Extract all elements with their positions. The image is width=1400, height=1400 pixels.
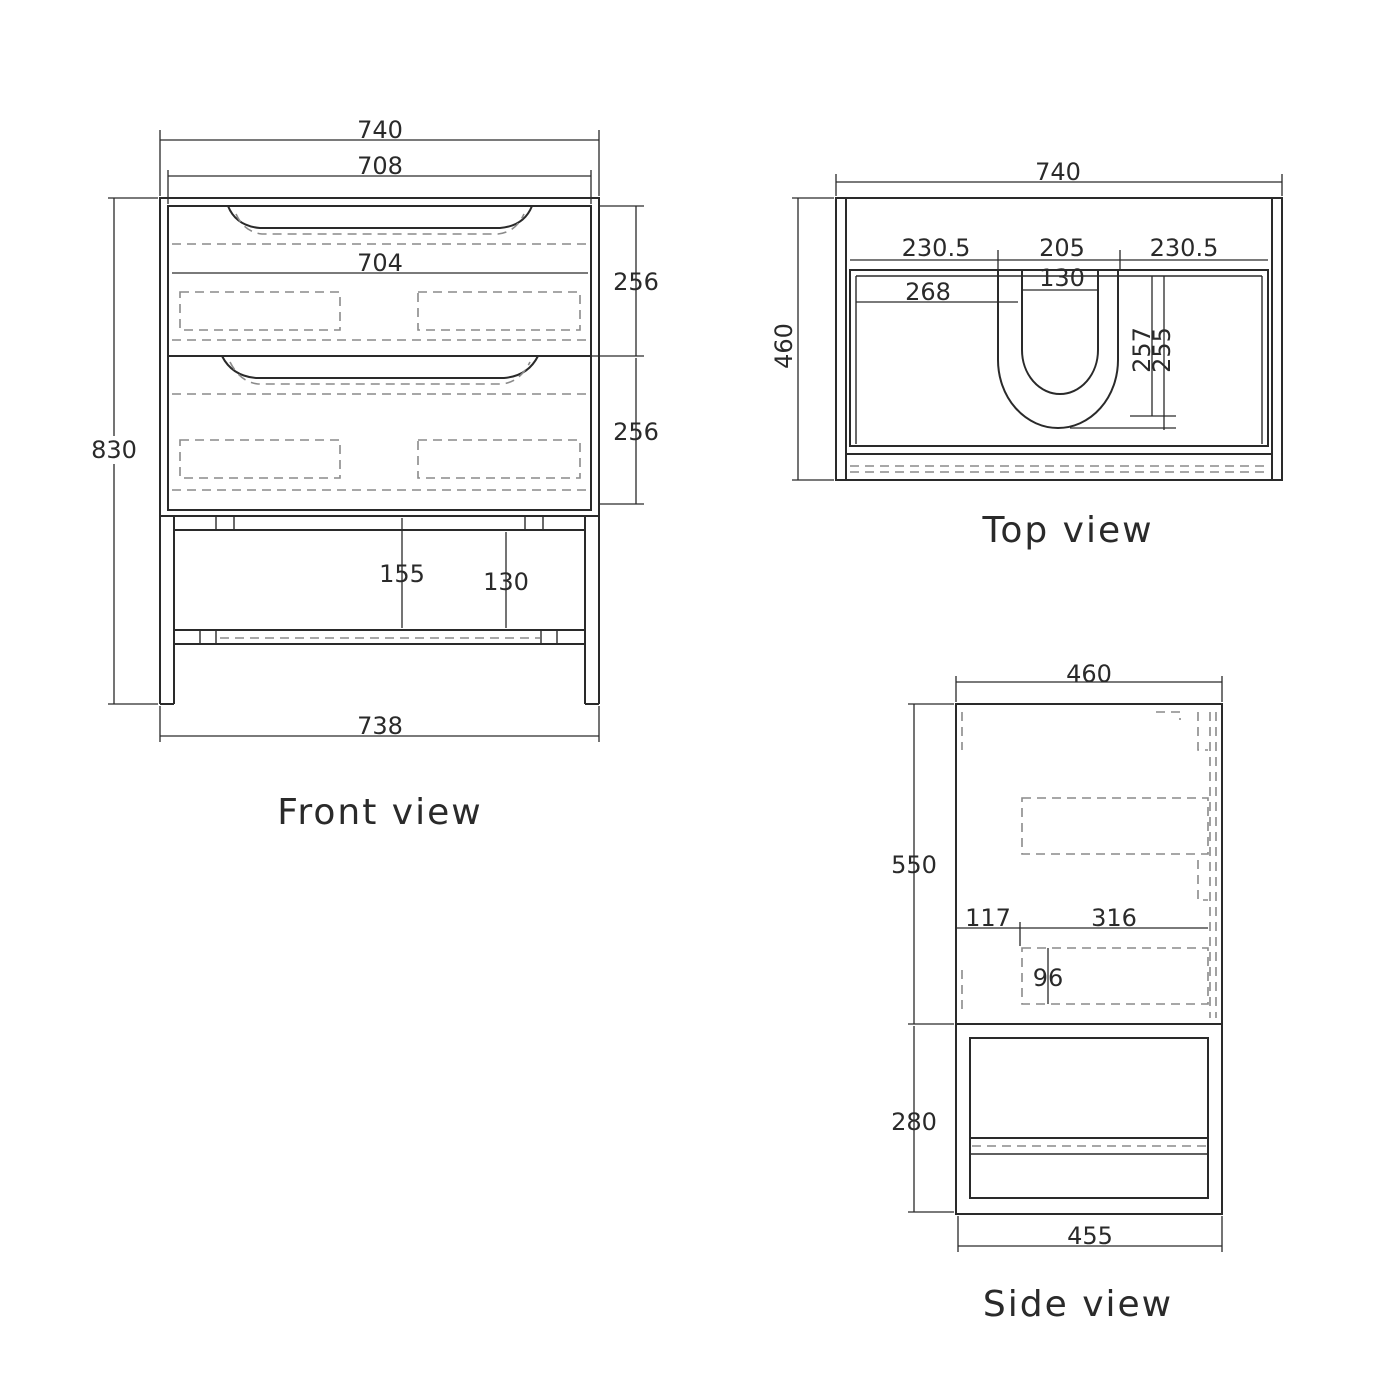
top-u-cutout-outer xyxy=(997,270,1119,429)
front-bracket xyxy=(199,629,217,645)
dim-label: 740 xyxy=(1035,158,1081,186)
top-view: 740 230.5 205 230.5 130 268 257 255 460 … xyxy=(770,158,1283,551)
dim-label: 316 xyxy=(1091,904,1137,932)
dim-label: 708 xyxy=(357,152,403,180)
dim-label: 205 xyxy=(1039,234,1085,262)
front-cabinet-outer xyxy=(159,197,600,517)
front-hidden-box xyxy=(417,439,581,479)
dim-label: 268 xyxy=(905,278,951,306)
dim-label: 256 xyxy=(613,418,659,446)
side-hidden-line xyxy=(1197,860,1208,901)
front-handle-top-hidden xyxy=(235,213,525,235)
dim-label: 130 xyxy=(483,568,529,596)
side-hidden-box xyxy=(1021,947,1209,1005)
front-cabinet-inner xyxy=(167,205,592,511)
side-view: 460 550 117 316 96 280 455 Side view xyxy=(891,660,1223,1325)
side-hidden-box xyxy=(1021,797,1209,855)
front-handle-bottom xyxy=(221,355,539,379)
dim-label: 550 xyxy=(891,851,937,879)
dim-label: 740 xyxy=(357,116,403,144)
front-hidden-box xyxy=(417,291,581,331)
dim-label: 455 xyxy=(1067,1222,1113,1250)
front-bracket xyxy=(540,629,558,645)
dim-label: 230.5 xyxy=(902,234,971,262)
dim-label: 130 xyxy=(1039,264,1085,292)
front-view: 740 708 704 256 256 830 155 130 738 xyxy=(86,116,659,833)
dim-label: 280 xyxy=(891,1108,937,1136)
dim-label: 257 xyxy=(1128,327,1156,373)
front-bracket xyxy=(215,515,235,531)
dim-label: 117 xyxy=(965,904,1011,932)
dim-label: 155 xyxy=(379,560,425,588)
side-hidden-line xyxy=(1156,711,1181,720)
front-handle-top xyxy=(227,205,533,229)
top-basin-area xyxy=(849,269,1269,447)
dim-label: 460 xyxy=(770,323,798,369)
top-view-caption: Top view xyxy=(981,510,1153,551)
front-bracket xyxy=(524,515,544,531)
dim-label: 460 xyxy=(1066,660,1112,688)
dim-label: 738 xyxy=(357,712,403,740)
dim-label: 96 xyxy=(1033,964,1064,992)
top-outline-outer xyxy=(835,197,1283,481)
side-leg-frame xyxy=(955,1023,1223,1215)
side-view-caption: Side view xyxy=(983,1284,1173,1325)
dim-label: 256 xyxy=(613,268,659,296)
dim-label: 830 xyxy=(91,436,137,464)
top-u-cutout-inner xyxy=(1021,270,1099,395)
front-hidden-box xyxy=(179,439,341,479)
dim-label-bg xyxy=(86,436,142,464)
side-shelf-opening xyxy=(969,1037,1209,1199)
front-view-caption: Front view xyxy=(277,792,482,833)
front-hidden-box xyxy=(179,291,341,331)
dim-label: 230.5 xyxy=(1150,234,1219,262)
front-handle-bottom-hidden xyxy=(229,361,531,385)
side-hidden-line xyxy=(1197,712,1208,751)
dim-label: 704 xyxy=(357,249,403,277)
dim-label: 255 xyxy=(1148,327,1176,373)
side-body xyxy=(955,703,1223,1025)
